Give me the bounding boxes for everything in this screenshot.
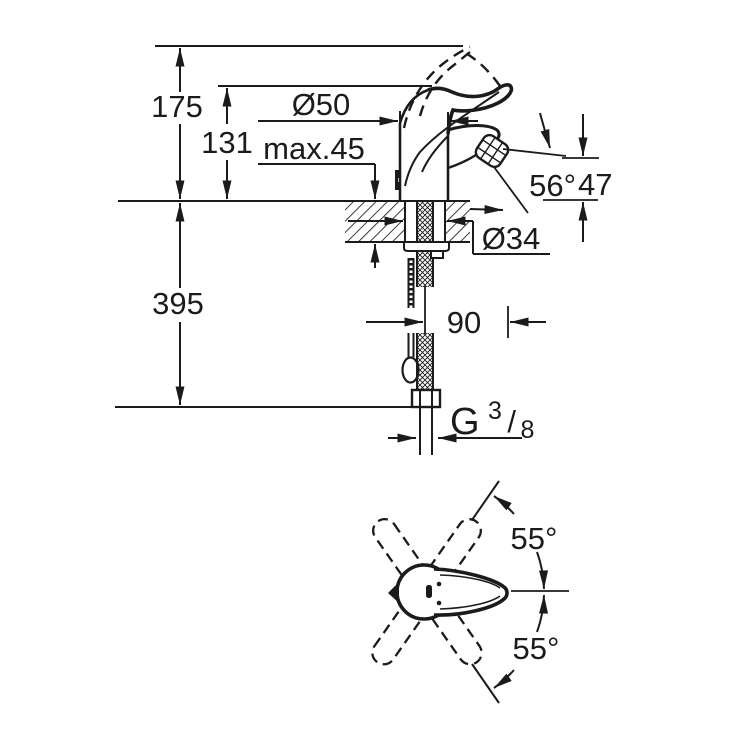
- label-thread: G 3 / 8: [450, 397, 534, 444]
- dimension-outlet-height: [543, 114, 599, 242]
- label-spout-height: 131: [201, 125, 253, 160]
- label-swivel-upper: 55°: [511, 521, 558, 556]
- hose-hex-nut: [410, 388, 442, 409]
- label-supply-length: 395: [152, 286, 204, 321]
- label-swivel-lower: 55°: [513, 631, 560, 666]
- spout: [447, 124, 567, 214]
- label-total-height: 175: [151, 89, 203, 124]
- label-aerator-angle: 56°: [529, 168, 576, 203]
- top-view: [371, 480, 569, 704]
- mounting-hardware: [401, 202, 450, 455]
- swivel-angle-dimension: [471, 480, 569, 704]
- reference-lines: [115, 45, 470, 408]
- label-outlet-height: 47: [578, 167, 612, 202]
- handle-top-view: [388, 563, 509, 621]
- handle-raised-dashed: [402, 45, 501, 129]
- label-body-diameter: Ø50: [292, 87, 351, 122]
- dimension-projection: [366, 286, 546, 338]
- label-hole-diameter: Ø34: [482, 221, 541, 256]
- dimension-hole-diameter: [348, 216, 550, 255]
- flexible-hose: [410, 333, 442, 455]
- aerator-axis-line: [493, 166, 529, 214]
- label-max-thickness: max.45: [263, 131, 365, 166]
- label-projection: 90: [447, 305, 481, 340]
- dimension-body-diameter: [258, 111, 478, 133]
- faucet-body: [395, 88, 500, 201]
- outlet-plane-line: [502, 148, 567, 157]
- aerator-ball: [474, 133, 510, 169]
- dimension-aerator-angle: [469, 112, 551, 214]
- mounting-washer: [403, 241, 450, 252]
- handle-lever: [427, 83, 514, 135]
- body-clip: [395, 170, 401, 190]
- dimension-max-thickness: [258, 163, 380, 268]
- handle-tail: [388, 582, 399, 603]
